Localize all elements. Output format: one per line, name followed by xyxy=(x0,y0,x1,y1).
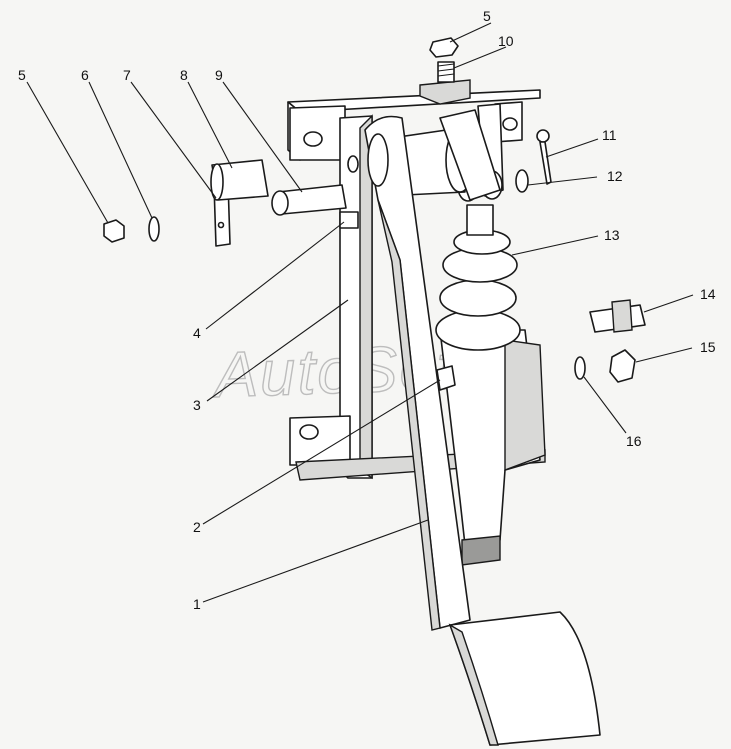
nut-left xyxy=(103,219,125,243)
callout-9: 9 xyxy=(215,67,223,83)
callout-15: 15 xyxy=(700,339,716,355)
lever-arm-edge xyxy=(377,199,441,631)
callout-2: 2 xyxy=(193,519,201,535)
boot-ring-3 xyxy=(439,279,517,317)
grease-fitting xyxy=(339,211,359,229)
bracket-side-hole xyxy=(347,155,359,173)
callout-14: 14 xyxy=(700,286,716,302)
bracket-right-ear-hole xyxy=(502,117,518,131)
pushrod-fork xyxy=(466,204,494,236)
callout-11: 11 xyxy=(602,127,617,143)
pedal-lever xyxy=(364,109,501,631)
bracket-bottom-ear-hole xyxy=(299,424,319,440)
callout-8: 8 xyxy=(180,67,188,83)
cotter-pin xyxy=(539,141,552,185)
callout-4: 4 xyxy=(193,325,201,341)
pivot-pin-head xyxy=(271,190,289,216)
right-small-parts xyxy=(515,129,646,383)
bushing-end xyxy=(210,163,224,201)
fitting-hex xyxy=(611,299,633,333)
callout-1: 1 xyxy=(193,596,201,612)
lever-pivot-eye xyxy=(367,133,389,187)
adjuster-bracket xyxy=(419,79,471,105)
washer-right xyxy=(515,169,529,193)
callout-7: 7 xyxy=(123,67,131,83)
bracket-left-ear-hole xyxy=(303,131,323,147)
callout-6: 6 xyxy=(81,67,89,83)
bracket-side-plate-edge xyxy=(359,114,373,480)
stop-bolt xyxy=(436,365,456,391)
callout-13: 13 xyxy=(604,227,620,243)
nut-right xyxy=(609,349,636,383)
leader-lines xyxy=(26,22,694,603)
callout-16: 16 xyxy=(626,433,642,449)
cotter-plate-hole xyxy=(217,221,225,229)
pushrod-arm xyxy=(439,109,501,201)
cotter-pin-eye xyxy=(536,129,550,143)
adjuster-screw xyxy=(437,61,455,83)
washer-left xyxy=(148,216,160,242)
callout-12: 12 xyxy=(607,168,623,184)
callout-10: 10 xyxy=(498,33,514,49)
lock-washer-right xyxy=(574,356,586,380)
callout-labels: 5 10 5 6 7 8 9 11 12 13 4 3 14 15 16 2 1 xyxy=(18,8,716,612)
cylinder-end-cap xyxy=(461,535,501,566)
callout-5-left: 5 xyxy=(18,67,26,83)
pedal-pad xyxy=(448,611,601,746)
master-cylinder xyxy=(435,170,546,566)
top-nut xyxy=(429,37,459,58)
left-small-parts xyxy=(103,159,359,247)
cylinder-body-side xyxy=(504,339,546,472)
callout-3: 3 xyxy=(193,397,201,413)
top-adjuster xyxy=(419,37,471,105)
callout-5-top: 5 xyxy=(483,8,491,24)
pedal-pad-edge xyxy=(448,623,499,746)
